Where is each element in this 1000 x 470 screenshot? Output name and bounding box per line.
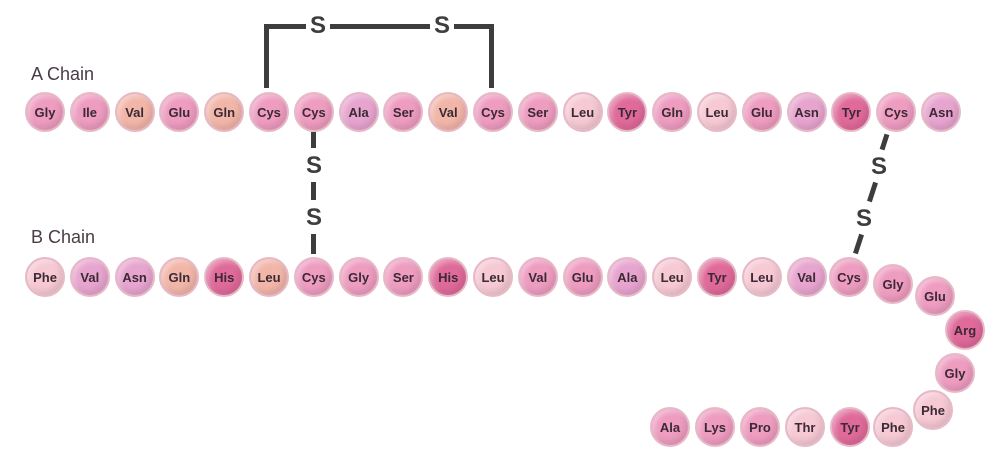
a-chain-residue: Val: [114, 92, 155, 132]
a-chain-residue: Cys: [876, 92, 917, 132]
b-chain-residue: Phe: [25, 257, 65, 297]
b-chain-residue: Tyr: [830, 407, 870, 447]
b-chain-residue: Leu: [473, 257, 513, 297]
a-bridge-top-mid: [330, 24, 430, 29]
a-chain-residue: Cys: [473, 92, 513, 132]
b-chain-residue: Leu: [741, 257, 782, 297]
a-chain-residue: Cys: [293, 92, 334, 132]
a-chain-residue: Asn: [786, 92, 827, 132]
sulfur-ab1-upper: S: [305, 152, 322, 179]
b-chain-residue: Glu: [562, 257, 603, 297]
b-chain-residue: Cys: [293, 257, 334, 297]
ab-bridge-2-bottom: [853, 233, 864, 255]
a-chain-residue: Gly: [25, 92, 65, 132]
b-chain-label: B Chain: [31, 227, 96, 247]
a-chain-residue: Glu: [159, 92, 200, 132]
a-bridge-top-left: [264, 24, 306, 29]
b-chain-residue: Pro: [740, 407, 780, 447]
b-chain-residue: Gly: [873, 264, 913, 304]
b-chain-residue: Ala: [650, 407, 690, 447]
sulfur-a-left: S: [309, 12, 326, 39]
b-chain-residue: Lys: [695, 407, 735, 447]
a-chain-residue: Leu: [562, 92, 603, 132]
b-chain-residue: Val: [517, 257, 558, 297]
b-chain-residue: Thr: [785, 407, 825, 447]
a-bridge-left-leg: [264, 26, 269, 88]
a-chain-residue: Cys: [249, 92, 289, 132]
a-bridge-top-right: [454, 24, 494, 29]
sulfur-ab1-lower: S: [305, 204, 322, 231]
ab-bridge-2-mid: [867, 181, 878, 203]
b-chain-residue: Gln: [159, 257, 200, 297]
sulfur-ab2-lower: S: [855, 205, 872, 232]
ab-bridge-1-top: [311, 132, 316, 148]
b-chain-residue: Leu: [652, 257, 693, 297]
ab-bridge-2-top: [879, 133, 890, 151]
a-chain-residue: Ser: [383, 92, 424, 132]
b-chain-residue: Asn: [114, 257, 155, 297]
ab-bridge-1-bottom: [311, 234, 316, 254]
a-chain-residue: Glu: [741, 92, 782, 132]
a-chain-label: A Chain: [31, 64, 95, 84]
b-chain-residue: Glu: [915, 276, 955, 316]
a-chain-residue: Tyr: [831, 92, 872, 132]
a-chain-residue: Leu: [697, 92, 737, 132]
a-chain-residue: Ile: [69, 92, 110, 132]
b-chain-residue: Phe: [913, 390, 953, 430]
b-chain-residue: His: [428, 257, 469, 297]
b-chain-residue: Gly: [338, 257, 379, 297]
b-chain-residue: Phe: [873, 407, 913, 447]
a-chain-residue: Val: [428, 92, 469, 132]
a-chain-residue: Ala: [338, 92, 379, 132]
sulfur-a-right: S: [433, 12, 450, 39]
a-chain-residue: Asn: [921, 92, 961, 132]
a-chain-residue: Tyr: [607, 92, 648, 132]
b-chain-residue: Ala: [607, 257, 648, 297]
b-chain-residue: Gly: [935, 353, 975, 393]
b-chain-residue: Arg: [945, 310, 985, 350]
b-chain-residue: Tyr: [697, 257, 737, 297]
b-chain-residue: His: [204, 257, 245, 297]
sulfur-ab2-upper: S: [870, 153, 887, 180]
a-chain-residue: Gln: [652, 92, 693, 132]
b-chain-residue: Leu: [249, 257, 289, 297]
ab-bridge-1-mid: [311, 182, 316, 200]
b-chain-residue: Val: [69, 257, 110, 297]
a-chain-residue: Ser: [517, 92, 558, 132]
a-chain-residue: Gln: [204, 92, 245, 132]
b-chain-residue: Ser: [383, 257, 424, 297]
b-chain-residue: Cys: [829, 257, 869, 297]
b-chain-residue: Val: [786, 257, 827, 297]
a-bridge-right-leg: [489, 26, 494, 88]
